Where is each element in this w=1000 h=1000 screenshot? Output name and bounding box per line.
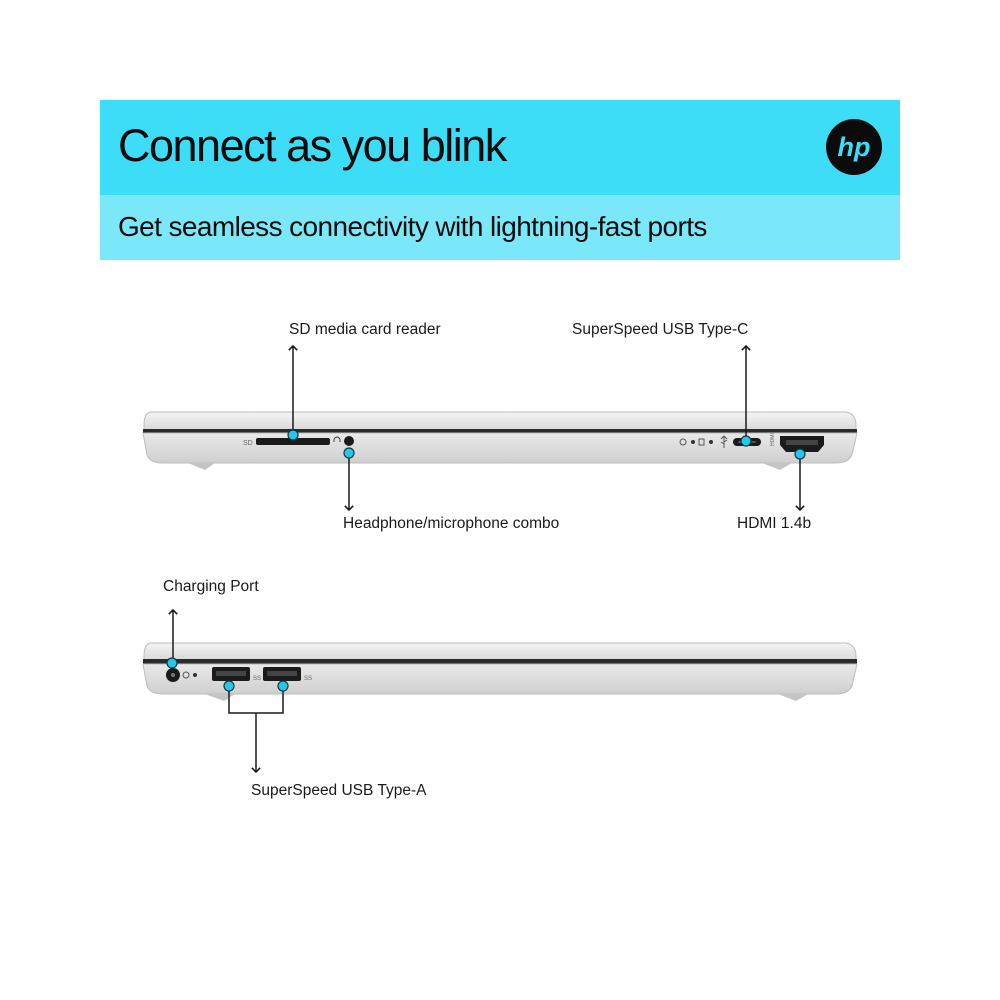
callout-usb-c xyxy=(740,344,752,447)
laptop-side-view-2: SS SS xyxy=(142,642,858,701)
charge-led xyxy=(193,673,197,677)
svg-text:SS: SS xyxy=(253,676,261,682)
usb-a-label: SuperSpeed USB Type-A xyxy=(251,782,427,799)
svg-text:SS: SS xyxy=(304,676,312,682)
audio-jack xyxy=(344,436,354,446)
status-led xyxy=(691,440,695,444)
callout-sd-reader xyxy=(287,344,299,441)
drive-led-icon xyxy=(698,438,705,446)
banner-top-band: Connect as you blink hp xyxy=(100,100,900,195)
callout-dot xyxy=(223,680,235,692)
callout-headphone xyxy=(343,447,355,512)
callout-dot xyxy=(343,447,355,459)
callout-dot xyxy=(740,435,752,447)
svg-text:HDMI: HDMI xyxy=(770,433,776,446)
charging-port-label: Charging Port xyxy=(163,578,259,595)
headline: Connect as you blink xyxy=(118,120,507,171)
lid-seam xyxy=(143,429,857,433)
headphone-label: Headphone/microphone combo xyxy=(343,515,560,532)
sd-card-slot xyxy=(256,438,330,445)
power-led-icon xyxy=(679,438,687,446)
lid-seam xyxy=(143,659,857,664)
callout-dot xyxy=(166,657,178,669)
hdmi-label: HDMI 1.4b xyxy=(737,515,812,532)
callout-charging xyxy=(166,608,178,669)
power-led-icon xyxy=(182,671,190,679)
callout-dot xyxy=(277,680,289,692)
headphone-icon xyxy=(333,436,341,442)
banner-bottom-band: Get seamless connectivity with lightning… xyxy=(100,195,900,260)
sd-reader-label: SD media card reader xyxy=(289,321,441,338)
callout-dot xyxy=(287,429,299,441)
hp-logo: hp xyxy=(826,119,882,175)
promo-banner: Connect as you blink hp Get seamless con… xyxy=(100,100,900,260)
sd-slot-label: SD xyxy=(243,440,253,447)
status-led-2 xyxy=(709,440,713,444)
laptop-side-view-1: SD HDMI xyxy=(142,411,858,470)
callout-hdmi xyxy=(794,448,806,512)
subheadline: Get seamless connectivity with lightning… xyxy=(118,211,707,242)
usb-icon xyxy=(720,435,728,448)
logo-text: hp xyxy=(838,132,871,162)
callout-usb-a xyxy=(223,680,289,774)
usb-c-label: SuperSpeed USB Type-C xyxy=(572,321,749,338)
callout-dot xyxy=(794,448,806,460)
